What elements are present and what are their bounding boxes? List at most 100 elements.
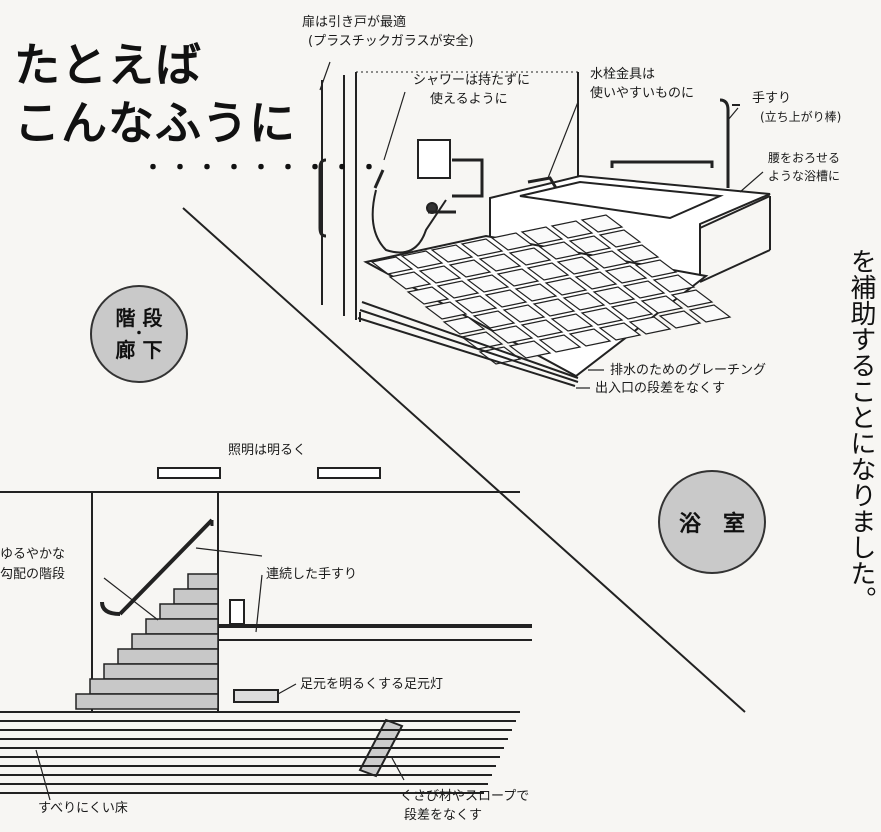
floor-tile [466, 274, 510, 293]
floor-tile [490, 232, 534, 251]
floor-tile [460, 238, 504, 257]
floor-tile [532, 298, 576, 317]
heading-dots: ・・・・・・・・・ [142, 156, 386, 181]
side-vertical-text: を補助することになりました。 [846, 248, 876, 612]
floor-tile [502, 304, 546, 323]
floor-tile [496, 268, 540, 287]
floor-tile [490, 325, 534, 344]
bath-leader-lines [319, 61, 764, 389]
floor-tile [628, 316, 672, 335]
floor-tile [478, 253, 522, 272]
floor-tile [568, 235, 612, 254]
floor-tile [436, 280, 480, 299]
floor-tile [526, 262, 570, 281]
floor-tile [400, 250, 444, 269]
lighting-label: 照明は明るく [228, 443, 307, 458]
floor-tile [442, 316, 486, 335]
floor-tile [454, 295, 498, 314]
floor-label: すべりにくい床 [38, 801, 128, 816]
floor-tile [658, 310, 702, 329]
shower-label-line1: シャワーは持たずに [413, 73, 531, 88]
floor-tile [448, 259, 492, 278]
divider-line [182, 207, 746, 713]
floor-tile [484, 289, 528, 308]
door-label-line2: (プラスチックガラスが安全) [308, 34, 474, 49]
door-label-line1: 扉は引き戸が最適 [302, 15, 407, 30]
stairs-hall-badge: 階 段 ・ 廊 下 [90, 285, 188, 383]
floor-tile [514, 283, 558, 302]
gentle-slope-label-line2: 勾配の階段 [0, 567, 66, 582]
heading-line-1: たとえば [14, 38, 202, 92]
gentle-slope-label-line1: ゆるやかな [0, 547, 66, 562]
floor-tile [430, 244, 474, 263]
stair-step [131, 633, 219, 650]
floor-tile [604, 265, 648, 284]
bathroom-floor-tiles [370, 214, 732, 365]
floor-tile [388, 271, 432, 290]
grating-label: 排水のためのグレーチング [610, 363, 767, 378]
floor-tile [418, 265, 462, 284]
floor-tile [610, 301, 654, 320]
floor-tile [592, 286, 636, 305]
floor-tile [640, 295, 684, 314]
floor-tile [634, 259, 678, 278]
badge-stairs-label: 階 段 [115, 306, 163, 330]
floor-tile [652, 274, 696, 293]
faucet-label-line2: 使いやすいものに [590, 86, 695, 101]
badge-hall-label: 廊 下 [115, 338, 163, 362]
badge-bathroom-label: 浴 室 [678, 512, 745, 537]
floor-tile [370, 256, 414, 275]
floor-tile [622, 280, 666, 299]
floor-tile [598, 229, 642, 248]
stairs-leader-lines [35, 547, 405, 801]
bathroom-floor-edge [357, 301, 579, 387]
floor-tile [670, 289, 714, 308]
floor-tile [424, 301, 468, 320]
stair-step [159, 603, 219, 620]
floor-tile [406, 286, 450, 305]
footlight-label: 足元を明るくする足元灯 [300, 677, 444, 692]
floor-tile [460, 331, 504, 350]
floor-tile [538, 241, 582, 260]
floor-tile [574, 271, 618, 290]
wedge-label-line2: 段差をなくす [404, 808, 483, 823]
stairs-steps [75, 573, 219, 710]
floor-tile [544, 277, 588, 296]
tub-label-line1: 腰をおろせる [768, 151, 841, 165]
floor-tile [580, 307, 624, 326]
rail-label-line1: 手すり [752, 91, 792, 106]
floor-tile [538, 334, 582, 353]
stair-step [75, 693, 219, 710]
heading-line-2: こんなふうに [14, 96, 296, 150]
floor-tile [550, 313, 594, 332]
shower-label-line2: 使えるように [430, 92, 508, 107]
floor-tile [598, 322, 642, 341]
bathroom-badge: 浴 室 [658, 470, 766, 574]
floor-tile [550, 220, 594, 239]
hall-floor-lines [0, 711, 520, 794]
wedge-label-line1: くさび材やスロープで [400, 789, 530, 804]
continuous-rail-label: 連続した手すり [266, 567, 358, 582]
faucet-label-line1: 水栓金具は [590, 67, 656, 82]
stair-step [89, 678, 219, 695]
floor-tile [520, 319, 564, 338]
badge-stairs-dot: ・ [132, 326, 146, 342]
floor-tile [568, 328, 612, 347]
stair-step [103, 663, 219, 680]
stair-step [117, 648, 219, 665]
floor-tile [508, 247, 552, 266]
rail-label-line2: (立ち上がり棒) [760, 110, 842, 124]
floor-tile [472, 310, 516, 329]
floor-tile [580, 214, 624, 233]
floor-tile [556, 256, 600, 275]
floor-tile [562, 292, 606, 311]
stair-step [187, 573, 219, 590]
entrance-label: 出入口の段差をなくす [595, 381, 726, 396]
floor-tile [586, 250, 630, 269]
floor-tile [688, 304, 732, 323]
floor-tile [520, 226, 564, 245]
floor-tile [508, 340, 552, 359]
floor-tile [616, 244, 660, 263]
